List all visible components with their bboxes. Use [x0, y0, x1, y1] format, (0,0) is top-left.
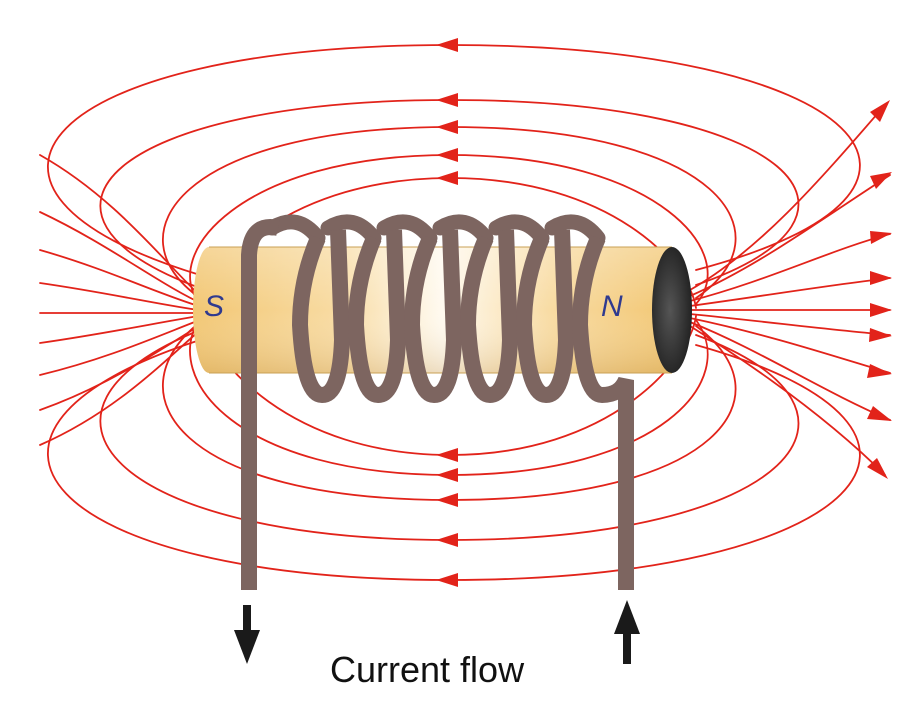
field-line-left-6	[39, 314, 206, 344]
north-pole-label: N	[601, 290, 623, 323]
field-line-right-4	[689, 277, 891, 307]
field-line-right-3	[689, 233, 891, 302]
arrow-down-icon	[234, 605, 260, 664]
coil-back-turns	[264, 214, 606, 246]
field-line-left-4	[39, 282, 206, 312]
field-line-left-8	[39, 321, 206, 411]
field-arrow	[870, 172, 892, 189]
field-line-left-3	[39, 249, 206, 309]
field-arrow	[436, 93, 458, 107]
coil-winding	[241, 219, 634, 590]
field-arrow	[867, 406, 892, 421]
field-arrow	[870, 271, 892, 285]
field-line-right-8	[689, 321, 891, 421]
field-line-left-1	[39, 154, 206, 301]
current-flow-caption: Current flow	[330, 649, 525, 690]
field-line-right-2	[689, 174, 891, 297]
south-pole-label: S	[204, 290, 225, 323]
field-direction-arrows	[436, 38, 892, 587]
field-arrow	[870, 303, 892, 317]
field-arrow	[867, 364, 892, 378]
field-line-left-7	[39, 317, 206, 376]
field-arrow	[436, 573, 458, 587]
field-line-left-9	[39, 325, 206, 446]
field-line-right-6	[689, 313, 891, 336]
field-arrow	[869, 328, 892, 342]
field-arrow	[436, 493, 458, 507]
field-arrow	[436, 148, 458, 162]
current-flow-arrows	[234, 600, 640, 664]
field-arrow	[867, 458, 888, 479]
field-arrow	[870, 231, 892, 244]
field-line-left-2	[39, 211, 206, 306]
field-line-right-7	[689, 317, 891, 374]
field-line-right-9	[689, 325, 886, 476]
field-arrow	[436, 533, 458, 547]
field-arrow	[436, 38, 458, 52]
arrow-up-icon	[614, 600, 640, 664]
field-arrow	[436, 468, 458, 482]
core-end-face	[652, 247, 692, 373]
field-arrow	[870, 100, 890, 122]
left-lead-wire	[241, 219, 280, 590]
field-arrow	[436, 120, 458, 134]
field-arrow	[436, 171, 458, 185]
field-arrow	[436, 448, 458, 462]
field-line-right-1	[689, 104, 886, 291]
